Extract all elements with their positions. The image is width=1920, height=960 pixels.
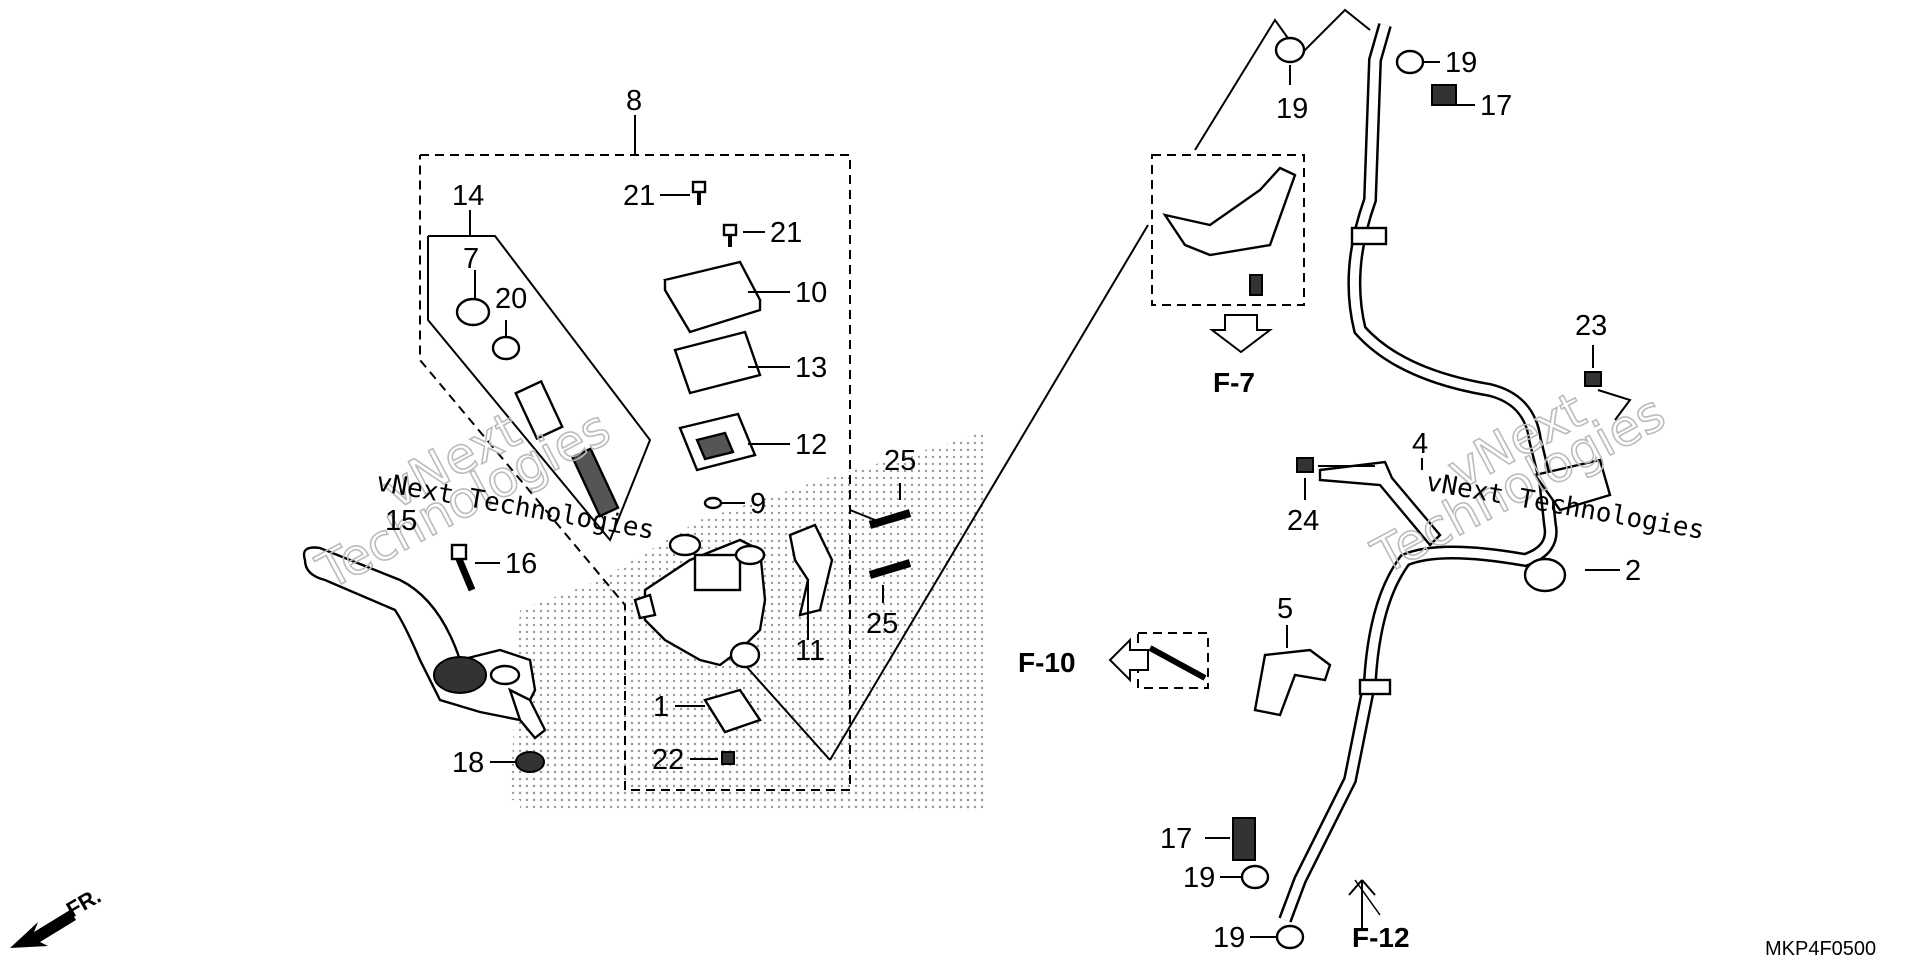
washer-19c: [1240, 864, 1270, 890]
callout-8: 8: [626, 85, 642, 117]
callout-14: 14: [452, 180, 484, 212]
pivot-bolt: [450, 543, 476, 592]
ref-f7: F-7: [1213, 367, 1255, 398]
hose-joint: [1532, 458, 1612, 512]
callout-22: 22: [652, 744, 684, 776]
callout-19c: 19: [1183, 862, 1215, 894]
hose-clamp-2: [1358, 678, 1392, 696]
brake-hose: [1278, 23, 1558, 923]
holder: [788, 523, 834, 617]
bolt-24: [1296, 457, 1314, 473]
switch-screw: [721, 751, 735, 765]
callout-7: 7: [463, 243, 479, 275]
callout-17a: 17: [1480, 90, 1512, 122]
washer-19d: [1275, 924, 1305, 950]
stipple-shadow-lower: [520, 700, 985, 810]
boot: [455, 297, 491, 327]
leader-cyl-2: [744, 664, 831, 761]
callout-21a: 21: [623, 180, 655, 212]
callout-19d: 19: [1213, 922, 1245, 954]
leader-cyl-3: [849, 509, 876, 521]
callout-17b: 17: [1160, 823, 1192, 855]
callout-11: 11: [795, 635, 825, 667]
brake-lever: [302, 546, 547, 740]
callout-13: 13: [795, 352, 827, 384]
callout-21b: 21: [770, 217, 802, 249]
master-cylinder-body: [633, 533, 767, 669]
diaphragm: [678, 412, 757, 472]
callout-2: 2: [1625, 555, 1641, 587]
callout-12: 12: [795, 429, 827, 461]
arrow-f12: [1348, 879, 1381, 930]
callout-18: 18: [452, 747, 484, 779]
leader-lines: [474, 61, 1632, 938]
stay-4: [1318, 460, 1442, 547]
callout-25b: 25: [866, 608, 898, 640]
reservoir-cap: [663, 260, 762, 334]
lever-nut: [515, 751, 545, 773]
piston-spring: [514, 379, 620, 518]
callout-19a: 19: [1276, 93, 1308, 125]
arrow-f7: [1209, 314, 1273, 354]
kit-box-14: [427, 210, 652, 542]
bolt-box-f10: [1137, 632, 1209, 689]
reservoir-screw-1: [691, 180, 707, 205]
holder-bolt-1: [868, 509, 912, 529]
front-arrow: [10, 910, 76, 948]
bracket-leader: [1194, 8, 1371, 151]
callout-25a: 25: [884, 445, 916, 477]
hose-grommet: [1523, 557, 1567, 593]
holder-bolt-2: [868, 559, 912, 579]
cap-plate: [673, 330, 762, 395]
callout-16: 16: [505, 548, 537, 580]
hose-bolt-17a: [1431, 84, 1457, 106]
small-part-9: [703, 496, 723, 510]
leader-cyl-1: [829, 224, 1149, 761]
callout-24: 24: [1287, 505, 1319, 537]
circlip: [491, 335, 521, 361]
callout-20: 20: [495, 283, 527, 315]
bolt-23: [1584, 371, 1602, 387]
kit-box-8: [419, 115, 851, 791]
bolt-f10: [1148, 645, 1207, 681]
callout-15: 15: [385, 505, 417, 537]
bracket-bolt: [1249, 274, 1263, 296]
reservoir-screw-2: [722, 223, 738, 247]
callout-4: 4: [1412, 428, 1428, 460]
hose-bolt-17b: [1232, 817, 1256, 861]
hose-clamp-1: [1350, 226, 1388, 246]
callout-19b: 19: [1445, 47, 1477, 79]
stop-switch: [703, 688, 762, 734]
bracket-f7: [1162, 166, 1297, 257]
ref-f10: F-10: [1018, 647, 1076, 678]
arrow-f10: [1108, 637, 1149, 683]
callout-10: 10: [795, 277, 827, 309]
callout-9: 9: [750, 488, 766, 520]
callout-1: 1: [653, 691, 669, 723]
diagram-code: MKP4F0500: [1765, 938, 1876, 960]
callout-5: 5: [1277, 593, 1293, 625]
bracket-box: [1151, 154, 1305, 306]
stay-5: [1253, 648, 1332, 717]
ref-f12: F-12: [1352, 922, 1410, 953]
callout-23: 23: [1575, 310, 1607, 342]
callout-labels: 8 14 7 20 21 21 10 13 12 9 25 25 11 15 1…: [385, 47, 1641, 954]
washer-19b: [1395, 49, 1425, 75]
washer-19a: [1274, 36, 1306, 64]
